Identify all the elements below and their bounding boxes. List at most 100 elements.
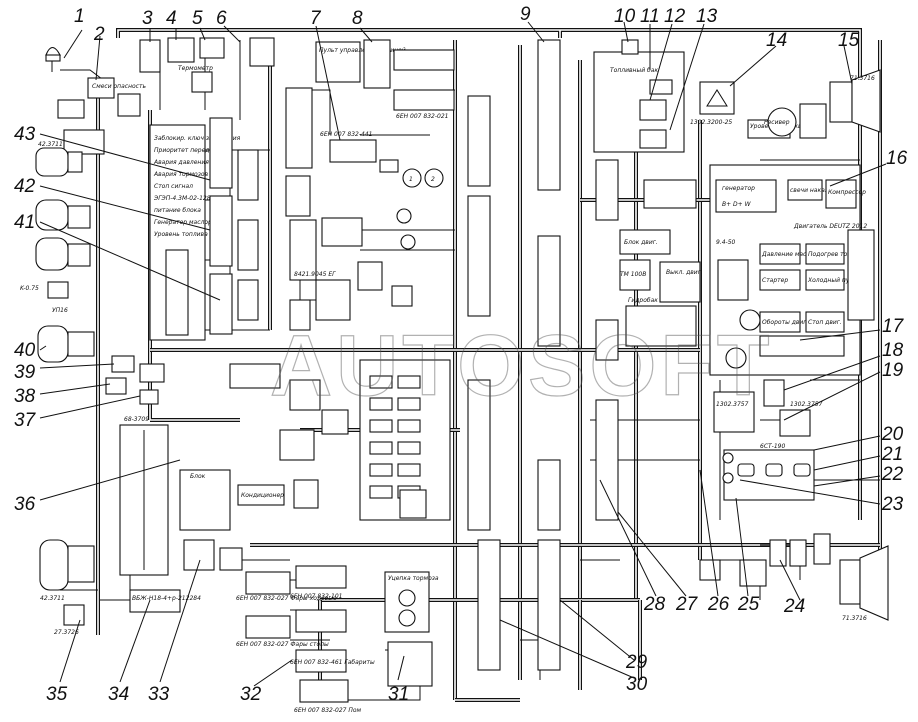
block-wbj-label: Блок [190,473,206,480]
module-8421: 8421.9045 ЕГ [289,217,413,331]
headlamp-43: 42.3711 [35,141,83,177]
hydraulic-label: Гидробак [628,297,658,304]
headlamp-35: 42.3711 27.3726 [39,539,95,636]
relay-18-19: 1302.3757 1302.3757 [713,379,823,437]
left-panel-line-7: Уровень топлива [154,231,208,238]
callout-42: 42 [14,176,36,197]
callout-33: 33 [148,684,170,705]
callout-26: 26 [707,594,730,615]
lamps-32: 6ЕН 007 832-027 Фары ходовые 6ЕН 007 832… [236,565,375,714]
callout-25: 25 [737,594,760,615]
callout-11: 11 [640,6,660,27]
relay-35-label: 27.3726 [54,629,79,636]
gauges-centre: 1 2 [379,159,444,250]
callout-29: 29 [625,652,648,673]
callout-23: 23 [881,494,904,515]
callout-30: 30 [626,674,648,695]
headlamp-bottom-right-label: 71.3716 [842,615,867,622]
callout-12: 12 [664,6,686,27]
left-panel-line-5: питание блока [154,207,201,214]
lamp-32a-label: 6ЕН 007 832-027 Фары ходовые [236,595,337,602]
headlamp-right-label: 71.3716 [850,75,875,82]
relay-7-label: 6ЕН 007 832-441 [320,131,372,138]
connector-block-3: Термометр [139,37,275,93]
fuel-heater-label: Подогрев топл. [808,251,857,258]
callout-32: 32 [240,684,262,705]
callout-13: 13 [696,6,718,27]
left-connector-stack [165,117,259,336]
headlamp-15: 71.3716 [829,69,881,133]
callout-41: 41 [14,212,35,233]
callout-20: 20 [881,424,904,445]
plug-label: Смеси опасность [92,83,146,90]
generator-terminals: B+ D+ W [722,201,752,208]
fuel-tank: Топливный бак [593,39,685,153]
relay-7: 6ЕН 007 832-441 [285,87,377,217]
lamp-32e-label: 6ЕН 007 832-027 Пом [294,707,362,714]
callout-17: 17 [882,316,905,337]
callout-40: 40 [14,340,36,361]
left-panel-line-4: ЭГЭП-4.3М-02-128 [153,195,211,202]
callout-3: 3 [142,8,153,29]
lamp-32c-label: 6ЕН 007 832-027 Фары стопы [236,641,329,648]
callout-22: 22 [881,464,904,485]
callout-7: 7 [310,8,322,29]
callout-6: 6 [216,8,227,29]
callout-43: 43 [14,124,36,145]
receiver-label: Ресивер [764,119,790,126]
relay-39-38-37 [105,355,165,405]
control-panel-label: Пульт управления кабиной [319,47,406,54]
fuel-sensor-label: 1302.3200-25 [690,119,732,126]
callout-24: 24 [783,596,805,617]
headlamp-41 [35,237,91,271]
rpm-sensor-label: Обороты двиг. [762,319,808,326]
lamp-32b-label: 6ЕН 007 832-101 [290,593,342,600]
glow-plugs-label: свечи накала [790,187,833,194]
callout-39: 39 [14,362,36,383]
receiver: Ресивер [764,103,827,139]
callout-35: 35 [46,684,68,705]
callout-15: 15 [838,30,860,51]
callout-9: 9 [520,4,531,25]
callout-18: 18 [882,340,904,361]
lamp-32d-label: 6ЕН 007 832-461 Габариты [290,659,375,666]
conditioner-label: Кондиционер [241,492,284,499]
connector-block-2: Смеси опасность [87,77,146,99]
headlamp-bottom-left-label: 42.3711 [40,595,65,602]
oil-pressure-label: Давление масла [761,251,814,258]
relay-19-label: 1302.3757 [716,401,749,408]
fuel-tank-label: Топливный бак [610,67,658,74]
watermark-text: AUTOSOFT [270,318,773,414]
left-panel-title: Заблокир. ключ зажигания [154,135,241,142]
relay-30-block: Уцепка тормоза [384,571,439,633]
callout-8: 8 [352,8,363,29]
engine-stop-label: Стоп двиг. [808,319,842,326]
generator-label: генератор [722,185,755,192]
battery-label: 6СТ-190 [760,443,785,450]
connector-68-label: 68-3709 [124,416,149,423]
sensor-2-label: 2 [431,176,435,183]
relay-8-label: 6ЕН 007 832-021 [396,113,448,120]
side-k-label: K-0.75 [20,285,39,292]
hydraulic-block: Блок двиг. ТМ 100В Выкл. двиг. Гидробак [619,179,749,347]
compressor-label: Компрессор [828,189,866,196]
left-panel-line-2: Авария тормозов [153,171,209,178]
block-34-label: ВБЖ-Н18-4+р-212284 [132,595,201,602]
gauge-4-label: 1302.3757 [790,401,823,408]
gen-terminal-label: 9.4-50 [716,239,736,246]
side-up-label: УП16 [52,307,68,314]
horn-40 [37,325,95,363]
callout-numbers: 1 2 3 4 5 6 7 8 9 10 11 12 13 14 15 16 1… [14,4,908,705]
callout-28: 28 [643,594,666,615]
callout-14: 14 [766,30,787,51]
callout-4: 4 [166,8,177,29]
fuse-relay-box [359,359,451,521]
gauge-3-label: ТМ 100В [620,271,646,278]
module-8421-label: 8421.9045 ЕГ [294,271,336,278]
block-dvig-label: Блок двиг. [624,239,658,246]
headlamp-23-bottom: 71.3716 [839,545,889,622]
callout-27: 27 [675,594,699,615]
block-34: ВБЖ-Н18-4+р-212284 [129,589,201,613]
callout-5: 5 [192,8,203,29]
